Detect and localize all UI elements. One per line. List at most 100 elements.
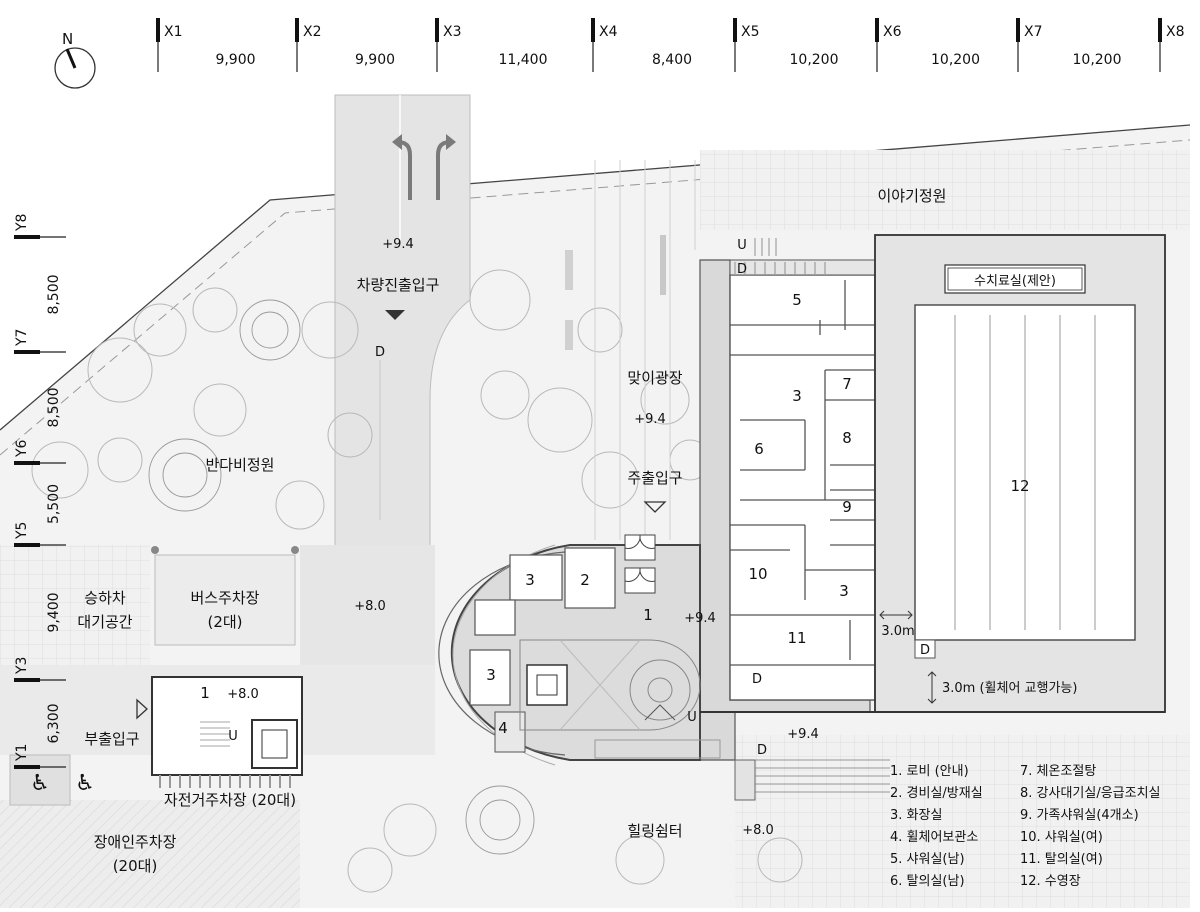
grid-label-y: Y7 — [14, 329, 30, 347]
room-number-12: 12 — [1010, 477, 1029, 495]
grid-line-x: X6 — [875, 18, 902, 72]
grid-label-x: X6 — [883, 24, 902, 40]
grid-spacing-y: 8,500 — [46, 387, 62, 427]
legend-item: 6. 탈의실(남) — [890, 874, 965, 889]
grid-spacing-x: 10,200 — [1073, 52, 1122, 68]
grid-line-x: X5 — [733, 18, 760, 72]
grid-label-y: Y1 — [14, 744, 30, 762]
turn-left-arrow — [392, 134, 412, 200]
grid-spacing-x: 10,200 — [790, 52, 839, 68]
story-garden-label: 이야기정원 — [877, 187, 946, 205]
main-entrance-doors — [624, 534, 656, 594]
healing-rest-label: 힐링쉼터 — [627, 822, 682, 840]
room-number-1: 1 — [643, 606, 653, 624]
elevation-annex: +8.0 — [227, 687, 259, 702]
bench — [565, 320, 573, 350]
grid-line-x: X2 — [295, 18, 322, 72]
grid-line-y: Y8 — [14, 214, 66, 239]
stair-u — [754, 238, 777, 256]
up-marker: U — [737, 238, 747, 253]
grid-line-x: X1 — [156, 18, 183, 72]
legend-item: 3. 화장실 — [890, 808, 942, 823]
spiral-stair — [629, 659, 691, 721]
legend-item: 9. 가족샤워실(4개소) — [1020, 808, 1139, 823]
turn-right-arrow — [436, 134, 456, 200]
room-number-8: 8 — [842, 429, 852, 447]
room-number-3: 3 — [839, 582, 849, 600]
grid-spacing-x: 8,400 — [652, 52, 692, 68]
elevation-healing: +8.0 — [742, 823, 774, 838]
grid-spacing-y: 5,500 — [46, 484, 62, 524]
grid-line-y: Y6 — [14, 439, 66, 465]
legend-item: 1. 로비 (안내) — [890, 764, 969, 779]
plaza-stripes — [594, 160, 696, 540]
grid-label-x: X7 — [1024, 24, 1043, 40]
south-plaza-paving — [735, 735, 1190, 908]
accessible-stall — [9, 754, 71, 806]
grid-label-y: Y5 — [14, 522, 30, 540]
legend-item: 12. 수영장 — [1020, 874, 1081, 889]
grid-spacing-y: 8,500 — [46, 274, 62, 314]
grid-line-x: X4 — [591, 18, 618, 72]
down-marker: D — [920, 643, 930, 658]
bus-parking-label: 버스주차장 — [190, 589, 259, 607]
room-number-6: 6 — [754, 440, 764, 458]
main-entry-marker — [643, 501, 667, 513]
room-number-11: 11 — [787, 629, 806, 647]
room-number-3: 3 — [792, 387, 802, 405]
main-building — [438, 234, 1166, 801]
up-marker: U — [687, 710, 697, 725]
bench — [660, 235, 666, 295]
grid-spacing-x: 9,900 — [215, 52, 255, 68]
waiting-area-label: 대기공간 — [77, 613, 132, 631]
grid-spacing-x: 9,900 — [355, 52, 395, 68]
grid-label-x: X2 — [303, 24, 322, 40]
vehicle-entry-marker — [385, 310, 405, 320]
bus-parking-area — [154, 554, 296, 646]
grid-spacing-x: 11,400 — [499, 52, 548, 68]
grid-label-y: Y3 — [14, 657, 30, 675]
room-number-10: 10 — [748, 565, 767, 583]
down-marker: D — [752, 672, 762, 687]
pool-room-label: 수치료실(제안) — [974, 274, 1056, 289]
grid-spacing-x: 10,200 — [931, 52, 980, 68]
welcome-plaza-label: 맞이광장 — [627, 369, 682, 387]
room-number-4: 4 — [498, 719, 508, 737]
bollard — [151, 546, 159, 554]
grid-label-x: X8 — [1166, 24, 1185, 40]
firefly-garden-label: 반다비정원 — [205, 456, 274, 474]
grid-spacing-y: 9,400 — [46, 592, 62, 632]
room-legend: 1. 로비 (안내) 2. 경비실/방재실 3. 화장실 4. 휠체어보관소 5… — [890, 764, 1161, 889]
bus-driveway — [300, 545, 435, 665]
down-marker: D — [375, 345, 385, 360]
accessible-parking-count: (20대) — [113, 857, 158, 875]
secondary-entry-marker — [136, 698, 148, 720]
elevator-core — [526, 664, 568, 706]
wheelchair-icon: ♿ — [75, 771, 95, 796]
stair-north — [734, 262, 826, 274]
trees — [31, 269, 803, 893]
room-number-3: 3 — [525, 571, 535, 589]
lobby-bench — [594, 739, 721, 759]
legend-item: 5. 샤워실(남) — [890, 852, 965, 867]
room-number-9: 9 — [842, 498, 852, 516]
legend-item: 8. 강사대기실/응급조치실 — [1020, 786, 1161, 801]
elevation-lobby: +9.4 — [684, 611, 716, 626]
pool-side-dimension: 3.0m — [881, 624, 914, 639]
main-entrance-label: 주출입구 — [627, 469, 682, 487]
elevation-plaza: +9.4 — [634, 412, 666, 427]
secondary-entrance-label: 부출입구 — [84, 730, 139, 748]
legend-item: 7. 체온조절탕 — [1020, 764, 1096, 779]
wheelchair-icon: ♿ — [30, 771, 50, 796]
down-marker: D — [737, 262, 747, 277]
bollard — [291, 546, 299, 554]
feature-trees — [148, 299, 535, 855]
north-arrow-icon — [54, 47, 96, 89]
accessible-parking-label: 장애인주차장 — [94, 833, 177, 851]
pool-lanes — [954, 315, 1096, 630]
elevation-south-walk: +9.4 — [787, 727, 819, 742]
grid-line-y: Y3 — [14, 657, 66, 682]
